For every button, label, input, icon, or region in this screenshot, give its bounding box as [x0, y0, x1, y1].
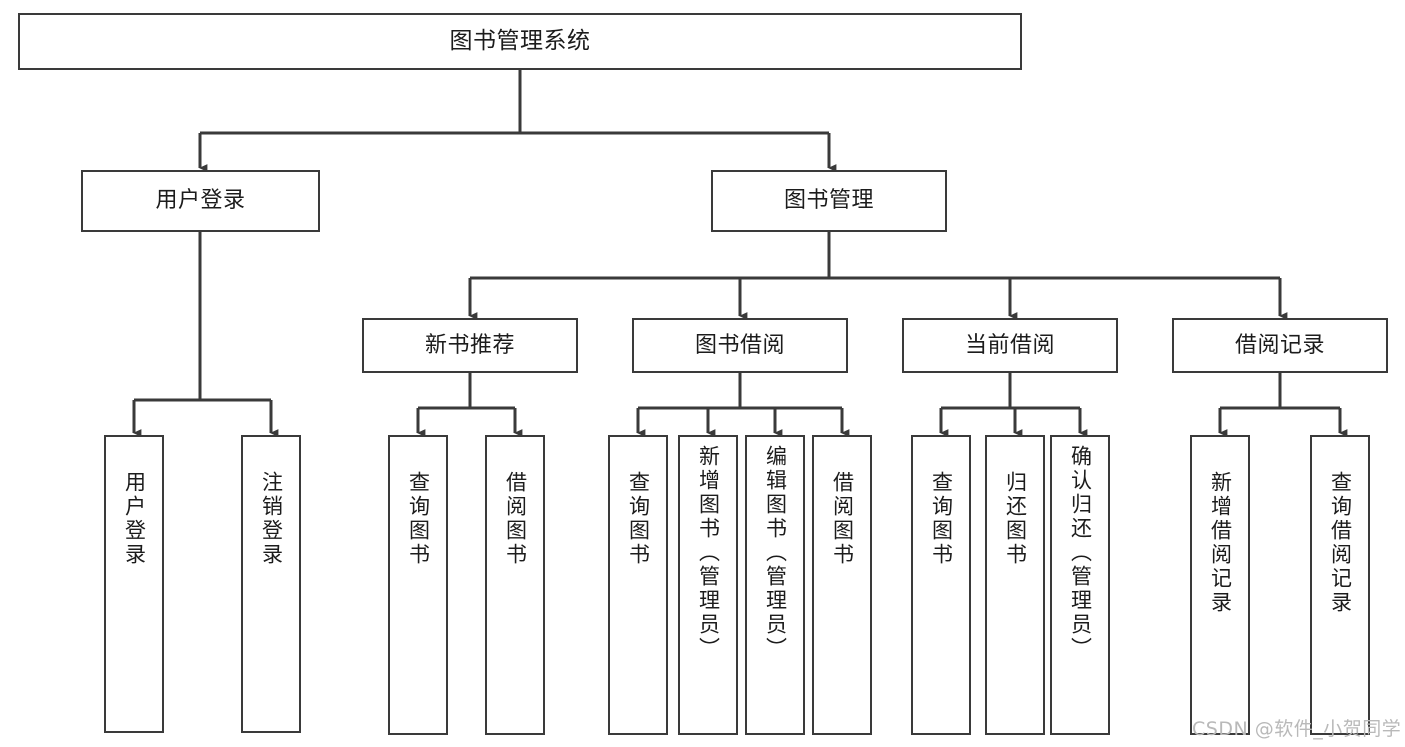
- node-label-leaf_confirm_return_admin: 确认归还（管理员）: [1068, 445, 1093, 661]
- node-book_borrow[interactable]: 图书借阅: [632, 318, 848, 373]
- node-new_book_rec[interactable]: 新书推荐: [362, 318, 578, 373]
- node-label-book_borrow: 图书借阅: [694, 332, 785, 358]
- node-label-leaf_query_book_3: 查询图书: [929, 471, 954, 567]
- node-label-borrow_record: 借阅记录: [1234, 332, 1325, 358]
- node-leaf_query_book_1[interactable]: 查询图书: [388, 435, 448, 735]
- node-root-system[interactable]: 图书管理系统: [18, 13, 1022, 70]
- node-label-leaf_add_record: 新增借阅记录: [1208, 471, 1233, 615]
- node-label-leaf_query_book_1: 查询图书: [406, 471, 431, 567]
- node-label-leaf_edit_book_admin: 编辑图书（管理员）: [763, 445, 788, 661]
- node-label-new_book_rec: 新书推荐: [424, 332, 515, 358]
- node-leaf_borrow_book_2[interactable]: 借阅图书: [812, 435, 872, 735]
- node-label-leaf_borrow_book_1: 借阅图书: [503, 471, 528, 567]
- node-label-leaf_query_record: 查询借阅记录: [1328, 471, 1353, 615]
- node-leaf_logout[interactable]: 注销登录: [241, 435, 301, 733]
- connector-lines: [132, 70, 1348, 437]
- node-leaf_user_login[interactable]: 用户登录: [104, 435, 164, 733]
- node-leaf_query_book_2[interactable]: 查询图书: [608, 435, 668, 735]
- node-label-leaf_return_book: 归还图书: [1003, 471, 1028, 567]
- node-book_manage[interactable]: 图书管理: [711, 170, 947, 232]
- node-label-root: 图书管理系统: [449, 28, 591, 55]
- node-label-leaf_query_book_2: 查询图书: [626, 471, 651, 567]
- node-leaf_edit_book_admin[interactable]: 编辑图书（管理员）: [745, 435, 805, 735]
- node-label-user_login: 用户登录: [155, 188, 246, 214]
- node-leaf_query_record[interactable]: 查询借阅记录: [1310, 435, 1370, 735]
- node-label-book_manage: 图书管理: [783, 188, 874, 214]
- node-user_login[interactable]: 用户登录: [81, 170, 320, 232]
- node-leaf_return_book[interactable]: 归还图书: [985, 435, 1045, 735]
- node-leaf_confirm_return_admin[interactable]: 确认归还（管理员）: [1050, 435, 1110, 735]
- node-leaf_borrow_book_1[interactable]: 借阅图书: [485, 435, 545, 735]
- node-label-leaf_logout: 注销登录: [259, 471, 284, 567]
- node-current_borrow[interactable]: 当前借阅: [902, 318, 1118, 373]
- node-leaf_add_book_admin[interactable]: 新增图书（管理员）: [678, 435, 738, 735]
- node-label-leaf_add_book_admin: 新增图书（管理员）: [696, 445, 721, 661]
- node-borrow_record[interactable]: 借阅记录: [1172, 318, 1388, 373]
- node-label-leaf_user_login: 用户登录: [122, 471, 147, 567]
- node-label-current_borrow: 当前借阅: [964, 332, 1055, 358]
- node-leaf_query_book_3[interactable]: 查询图书: [911, 435, 971, 735]
- node-leaf_add_record[interactable]: 新增借阅记录: [1190, 435, 1250, 735]
- node-label-leaf_borrow_book_2: 借阅图书: [830, 471, 855, 567]
